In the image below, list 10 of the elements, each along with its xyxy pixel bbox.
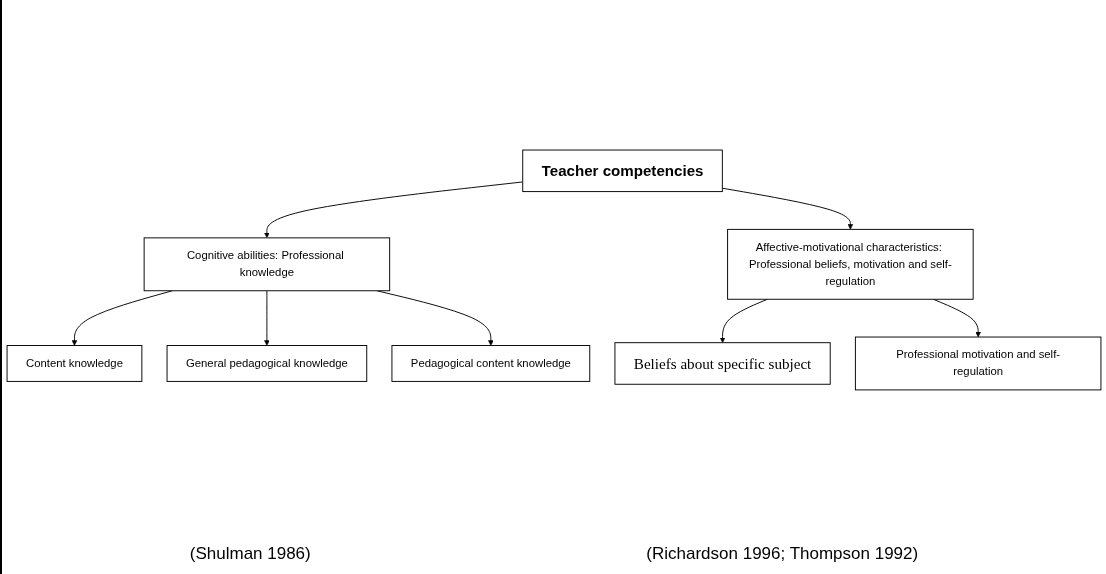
node-box: Pedagogical content knowledge: [391, 345, 591, 382]
node-box: General pedagogical knowledge: [166, 345, 368, 382]
node-box: Content knowledge: [6, 345, 143, 382]
citation-note: (Richardson 1996; Thompson 1992): [646, 544, 919, 564]
node-box: Teacher competencies: [522, 149, 723, 193]
node-box: Cognitive abilities: Professional knowledge: [143, 237, 391, 292]
node-box: Beliefs about specific subject: [614, 342, 831, 385]
node-box: Affective-motivational characteristics: Professional beliefs, motivation and self-regulation: [727, 228, 974, 300]
node-box: Professional motivation and self-regulation: [854, 336, 1102, 391]
citation-note: (Shulman 1986): [189, 544, 311, 564]
